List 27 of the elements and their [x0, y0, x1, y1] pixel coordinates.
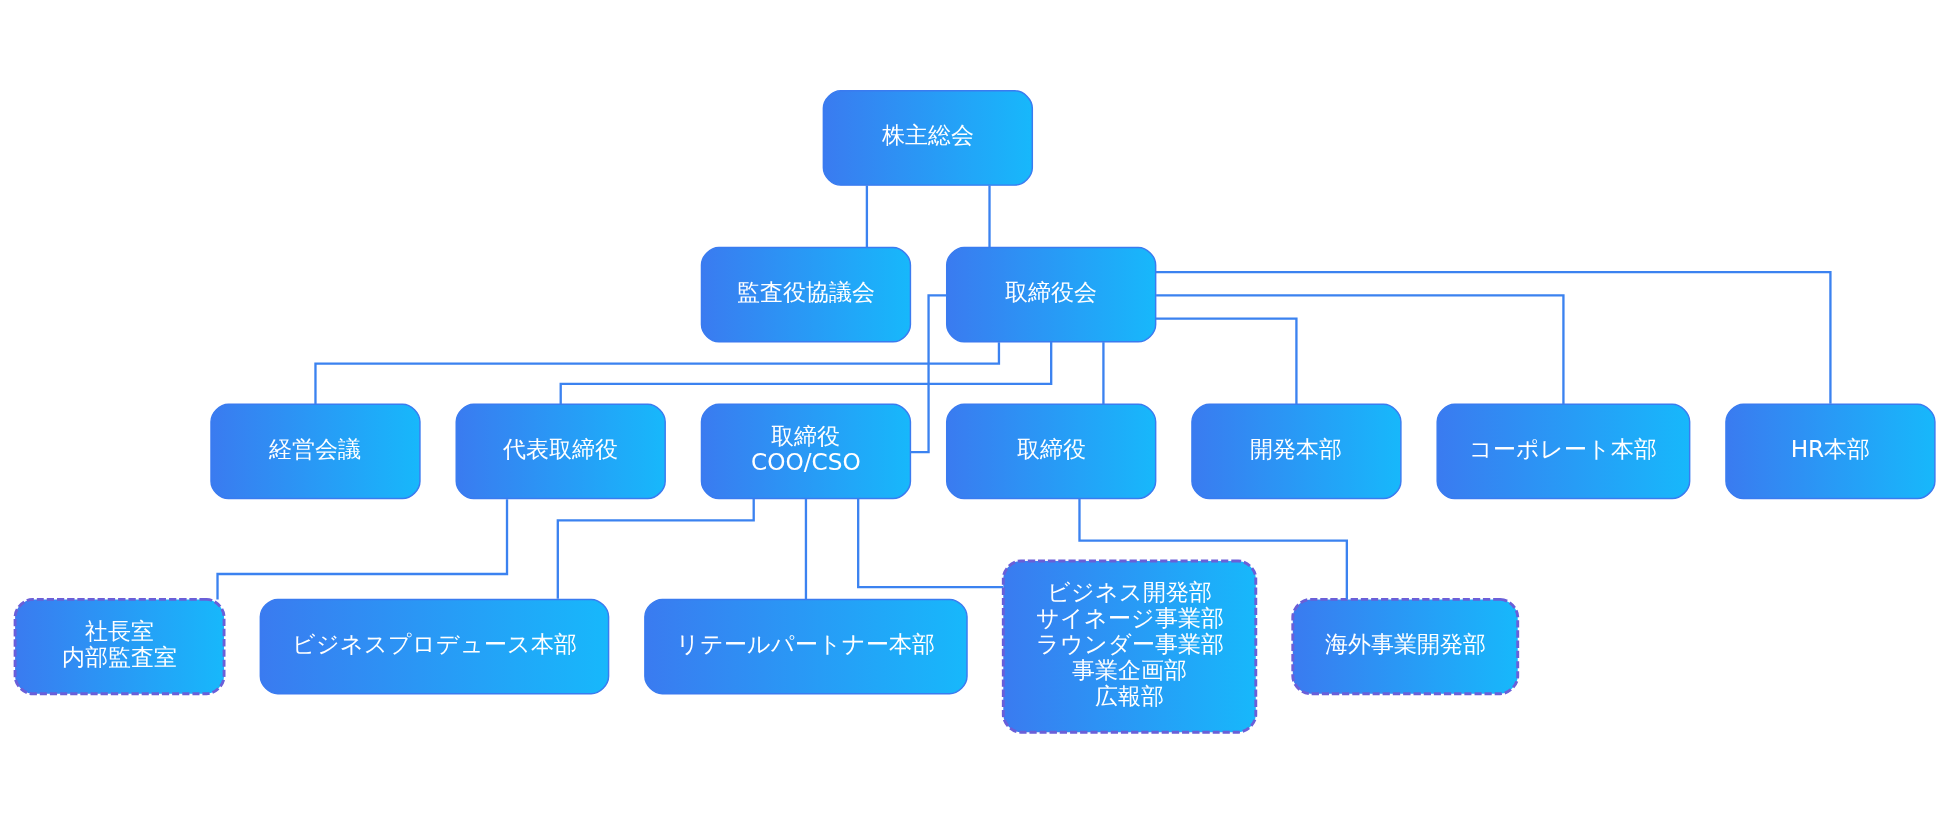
node-box: 取締役 COO/CSO: [700, 403, 912, 500]
node-box: リテールパートナー本部: [644, 598, 968, 695]
connector: [1156, 294, 1565, 405]
connector: [559, 341, 1053, 405]
connector: [1155, 271, 1832, 404]
connector: [314, 342, 1001, 404]
node-box: 監査役協議会: [700, 246, 912, 343]
connector: [988, 185, 991, 248]
node-box: 開発本部: [1191, 403, 1402, 500]
node-box: ビジネスプロデュース本部: [259, 598, 610, 695]
node-box: 海外事業開発部: [1291, 597, 1520, 696]
node-box: HR本部: [1725, 403, 1936, 500]
node-box: 社長室 内部監査室: [13, 597, 226, 696]
node-box: ビジネス開発部 サイネージ事業部 ラウンダー事業部 事業企画部 広報部: [1001, 559, 1258, 734]
connector: [1155, 317, 1298, 405]
node-box: 取締役会: [945, 246, 1157, 343]
node-box: 取締役: [945, 403, 1157, 500]
node-box: 経営会議: [210, 403, 421, 500]
node-box: 代表取締役: [455, 403, 666, 500]
connector: [857, 498, 1003, 589]
connector: [1102, 342, 1105, 405]
connector: [804, 498, 808, 600]
connector: [910, 294, 947, 454]
connector: [1078, 498, 1348, 600]
connector: [865, 185, 869, 248]
node-box: 株主総会: [822, 90, 1034, 186]
node-box: コーポレート本部: [1436, 403, 1691, 500]
